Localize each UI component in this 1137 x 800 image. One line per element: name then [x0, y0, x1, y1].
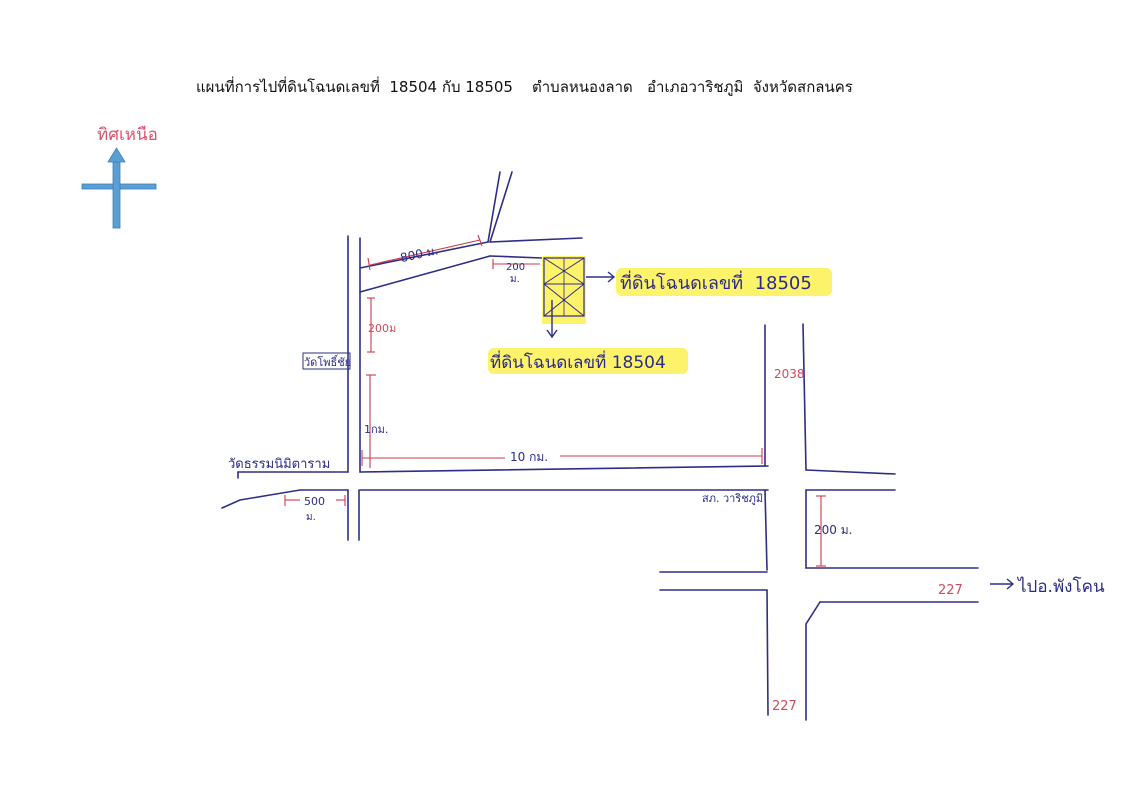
distance-10km: 10 กม. — [510, 450, 548, 464]
road-2038-label: 2038 — [774, 367, 805, 381]
compass-label: ทิศเหนือ — [97, 125, 158, 145]
distance-200m-plot-unit: ม. — [510, 274, 520, 285]
plot-pointer-arrows — [546, 271, 1015, 590]
police-station-label: สภ. วาริชภูมิ — [702, 492, 763, 505]
land-plots — [542, 256, 586, 324]
distance-1km: 1กม. — [364, 423, 388, 436]
map-title: แผนที่การไปที่ดินโฉนดเลขที่ 18504 กับ 18… — [196, 76, 853, 96]
road-227-south-label: 227 — [772, 699, 797, 714]
dimension-lines — [284, 234, 826, 567]
distance-200m-east: 200 ม. — [814, 523, 852, 537]
plot-18505-highlight — [616, 268, 832, 296]
plot-18504-label: ที่ดินโฉนดเลขที่ 18504 — [490, 350, 666, 373]
plot-18504-highlight — [488, 348, 688, 374]
wat-pho-chai-box — [302, 352, 351, 370]
road-network — [221, 171, 979, 721]
distance-200m-plot: 200 — [506, 262, 525, 273]
plot-18505-label: ที่ดินโฉนดเลขที่ 18505 — [620, 270, 812, 294]
north-arrow-icon — [81, 147, 157, 229]
wat-thammanimit-label: วัดธรรมนิมิตาราม — [228, 457, 330, 472]
distance-800m: 800 ม. — [399, 243, 440, 265]
wat-pho-chai-label: วัดโพธิ์ชัย — [304, 354, 351, 369]
road-227-east-label: 227 — [938, 583, 963, 598]
to-phang-khon-label: ไปอ.พังโคน — [1016, 576, 1105, 597]
distance-500m-unit: ม. — [306, 512, 316, 523]
distance-500m: 500 — [304, 495, 325, 508]
distance-200m-west: 200ม — [368, 322, 396, 335]
